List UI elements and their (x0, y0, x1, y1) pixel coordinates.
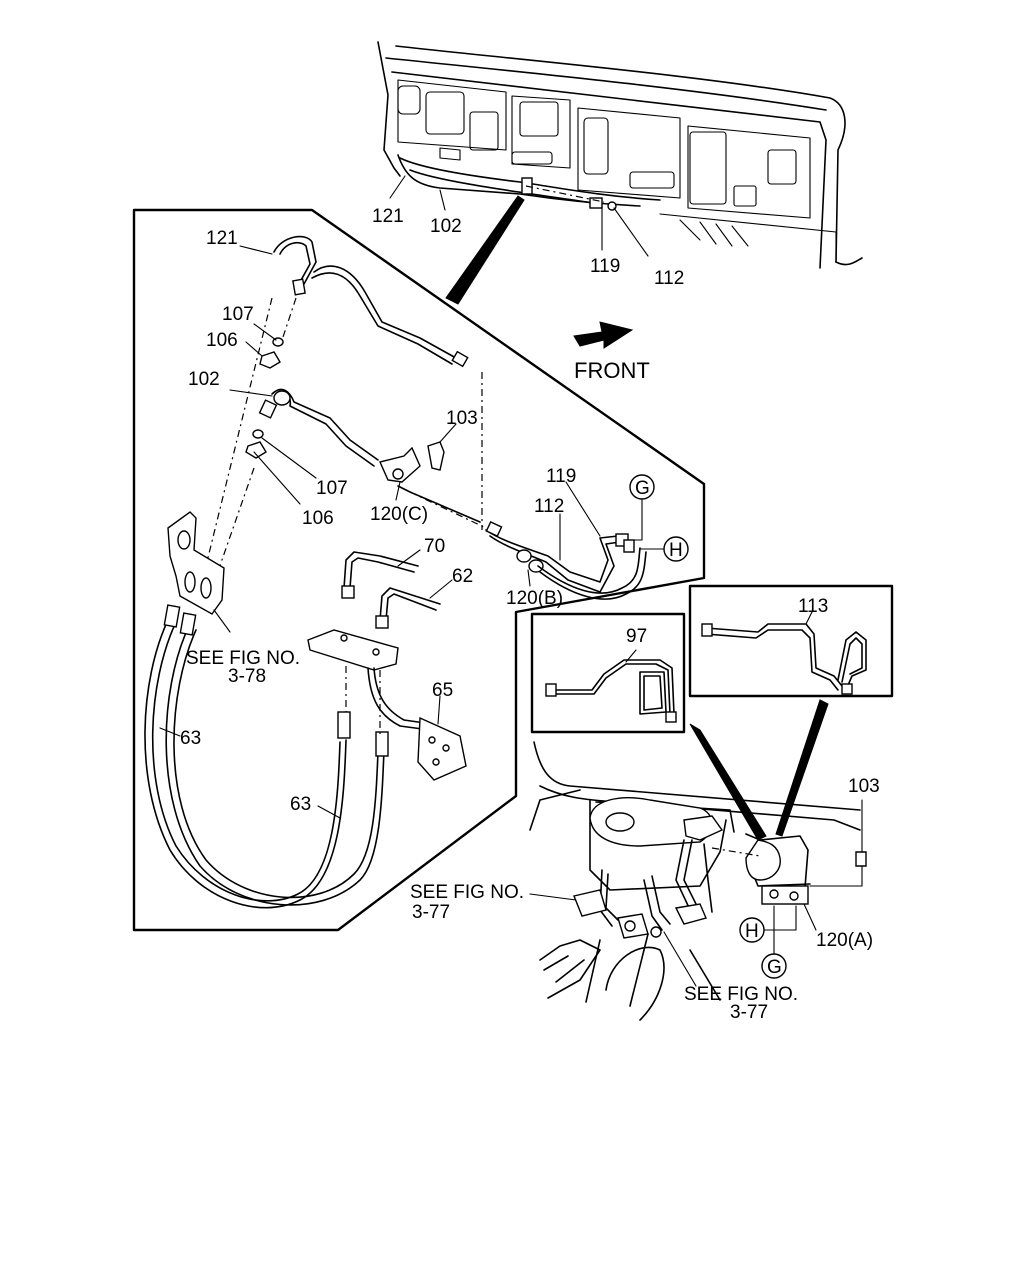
callout-h-top: H (663, 536, 689, 562)
label-62: 62 (452, 566, 473, 587)
label-121: 121 (206, 228, 238, 249)
label-121-top: 121 (372, 206, 404, 227)
label-103a: 103 (446, 408, 478, 429)
leader-wedge-113 (775, 699, 829, 837)
under-cab-view (529, 741, 867, 1021)
callout-g-top-text: G (635, 478, 650, 499)
label-120c: 120(C) (370, 504, 428, 525)
callout-g-bottom-text: G (767, 957, 782, 978)
label-120b: 120(B) (506, 588, 563, 609)
inset-box-97: 97 (530, 612, 686, 734)
left-detail-frame (132, 208, 706, 932)
see-fig-378-line2: 3-78 (228, 666, 266, 687)
see-fig-377b-line2: 3-77 (730, 1002, 768, 1023)
see-fig-377b-line1: SEE FIG NO. (684, 984, 798, 1005)
label-119-top: 119 (590, 256, 620, 277)
label-119: 119 (546, 466, 576, 487)
label-65: 65 (432, 680, 453, 701)
label-97: 97 (626, 626, 647, 647)
see-fig-377a-line1: SEE FIG NO. (410, 882, 524, 903)
label-113: 113 (798, 596, 828, 617)
label-106b: 106 (302, 508, 334, 529)
label-107a: 107 (222, 304, 254, 325)
label-63b: 63 (290, 794, 311, 815)
label-102-top: 102 (430, 216, 462, 237)
cab-firewall-view (377, 41, 863, 269)
see-fig-378-line1: SEE FIG NO. (186, 648, 300, 669)
front-direction-arrow (573, 321, 634, 349)
detail-leader-wedge (445, 195, 525, 305)
label-107b: 107 (316, 478, 348, 499)
callout-g-top: G (629, 474, 655, 500)
flex-hose-assembly (144, 511, 389, 909)
label-112: 112 (534, 496, 564, 517)
label-70: 70 (424, 536, 445, 557)
junction-bracket-assembly (307, 551, 467, 781)
label-112-top: 112 (654, 268, 684, 289)
label-63a: 63 (180, 728, 201, 749)
leader-lines-left (159, 245, 601, 819)
leader-wedge-97 (689, 723, 767, 841)
brake-pipe-assembly (199, 235, 647, 601)
label-102: 102 (188, 369, 220, 390)
callout-h-bottom-text: H (745, 921, 759, 942)
callout-h-top-text: H (669, 540, 683, 561)
callout-g-bottom: G (761, 953, 787, 979)
label-103-right: 103 (848, 776, 880, 797)
label-120a: 120(A) (816, 930, 873, 951)
see-fig-377a-line2: 3-77 (412, 902, 450, 923)
label-front: FRONT (574, 358, 650, 383)
label-106a: 106 (206, 330, 238, 351)
inset-box-113: 113 (688, 584, 894, 698)
callout-h-bottom: H (739, 917, 765, 943)
